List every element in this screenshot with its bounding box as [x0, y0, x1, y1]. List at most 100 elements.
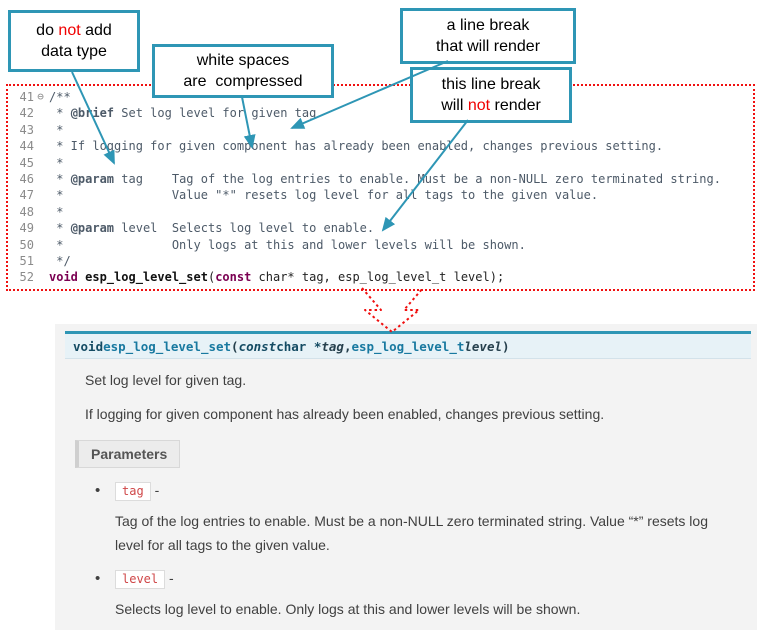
line-number: 45: [19, 155, 34, 170]
param-dash: -: [150, 482, 160, 498]
function-signature: void esp_log_level_set(const char *tag, …: [65, 331, 751, 359]
code-line: 51 */: [8, 253, 753, 269]
code-token: @brief: [70, 106, 115, 121]
code-line: 49 * @param level Selects log level to e…: [8, 220, 753, 236]
code-line: 48 *: [8, 204, 753, 220]
fold-spacer: [34, 187, 47, 203]
code-token: * Only logs at this and lower levels wil…: [49, 237, 526, 252]
fold-spacer: [34, 138, 47, 154]
callout-text: do not add: [36, 20, 112, 41]
line-number: 48: [19, 204, 34, 219]
param-name-chip: level: [115, 570, 166, 589]
signature-function-name: esp_log_level_set: [103, 338, 232, 354]
signature-token: (: [231, 338, 239, 354]
fold-spacer: [34, 155, 47, 171]
callout-text: that will render: [435, 38, 541, 55]
code-text[interactable]: * Value "*" resets log level for all tag…: [49, 187, 598, 203]
callout-text-segment: do: [36, 22, 59, 39]
code-token: (: [207, 270, 216, 285]
code-line: 47 * Value "*" resets log level for all …: [8, 187, 753, 203]
code-token: *: [49, 171, 71, 186]
param-item-level: •level - Selects log level to enable. On…: [95, 570, 739, 621]
callout-text-segment: not: [467, 97, 491, 114]
code-text[interactable]: * Only logs at this and lower levels wil…: [49, 237, 526, 253]
fold-spacer: [34, 253, 47, 269]
signature-token: ): [502, 338, 510, 354]
param-description: Selects log level to enable. Only logs a…: [115, 601, 581, 617]
code-token: *: [49, 122, 64, 137]
line-number: 51: [19, 253, 34, 268]
code-token: void: [49, 270, 86, 285]
code-line: 41⊖ /**: [8, 89, 753, 105]
fold-spacer: [34, 269, 47, 285]
bullet-icon: •: [95, 482, 101, 499]
code-text[interactable]: * @brief Set log level for given tag: [49, 105, 316, 121]
code-token: /**: [49, 90, 71, 104]
signature-token: char *: [276, 338, 322, 354]
code-line: 42 * @brief Set log level for given tag: [8, 105, 753, 121]
code-text[interactable]: /**: [49, 89, 71, 105]
line-number: 41: [19, 90, 34, 104]
fold-spacer: [34, 171, 47, 187]
line-number: 42: [19, 106, 34, 121]
fold-spacer: [34, 237, 47, 253]
code-text[interactable]: *: [49, 122, 63, 138]
signature-token: const: [238, 338, 277, 354]
code-token: *: [49, 221, 71, 236]
code-line: 46 * @param tag Tag of the log entries t…: [8, 171, 753, 187]
callout-text: this line break: [441, 76, 541, 93]
code-token: @param: [70, 171, 115, 186]
fold-spacer: [34, 122, 47, 138]
code-token: @param: [70, 221, 115, 236]
docs-brief-paragraph: Set log level for given tag.: [85, 372, 247, 388]
code-token: level Selects log level to enable.: [114, 221, 375, 236]
code-token: * If logging for given component has alr…: [49, 139, 664, 154]
parameters-label: Parameters: [75, 440, 181, 468]
callout-text: are compressed: [183, 73, 303, 90]
param-item-tag: •tag - Tag of the log entries to enable.…: [95, 482, 739, 557]
signature-param: tag: [321, 338, 344, 354]
code-text[interactable]: *: [49, 204, 63, 220]
code-line: 45 *: [8, 155, 753, 171]
code-line: 50 * Only logs at this and lower levels …: [8, 237, 753, 253]
code-token: const: [215, 270, 252, 285]
fold-spacer: [34, 105, 47, 121]
line-number: 50: [19, 237, 34, 252]
callout-text: data type: [41, 43, 107, 60]
callout-text-segment: will: [441, 97, 468, 114]
code-text[interactable]: * @param level Selects log level to enab…: [49, 220, 374, 236]
fold-spacer: [34, 220, 47, 236]
code-text[interactable]: * @param tag Tag of the log entries to e…: [49, 171, 721, 187]
callout-no-data-type: do not add data type: [8, 10, 140, 72]
callout-line-break-renders: a line break that will render: [400, 8, 576, 64]
code-token: */: [49, 253, 71, 268]
signature-param: level: [464, 338, 503, 354]
code-text[interactable]: */: [49, 253, 71, 269]
signature-token: ,: [343, 338, 352, 354]
code-token: Set log level for given tag: [114, 106, 317, 121]
code-line: 43 *: [8, 122, 753, 138]
callout-whitespace-compressed: white spaces are compressed: [152, 44, 334, 98]
callout-text-segment: not: [58, 22, 81, 39]
code-text[interactable]: void esp_log_level_set(const char* tag, …: [49, 269, 504, 285]
line-number: 43: [19, 122, 34, 137]
code-text[interactable]: *: [49, 155, 63, 171]
callout-text-segment: render: [490, 97, 541, 114]
line-number: 44: [19, 139, 34, 154]
signature-token: void: [73, 338, 104, 354]
line-number: 52: [19, 270, 34, 285]
docs-detail-paragraph: If logging for given component has alrea…: [85, 406, 605, 422]
line-number: 46: [19, 171, 34, 186]
code-line: 52 void esp_log_level_set(const char* tag…: [8, 269, 753, 285]
code-token: esp_log_level_set: [85, 270, 208, 285]
callout-text: a line break: [446, 17, 530, 34]
callout-line-break-not-render: this line break will not render: [410, 67, 572, 123]
line-number: 47: [19, 188, 34, 203]
fold-marker-icon[interactable]: ⊖: [37, 90, 44, 103]
param-description: Tag of the log entries to enable. Must b…: [115, 513, 708, 553]
code-text[interactable]: * If logging for given component has alr…: [49, 138, 663, 154]
bullet-icon: •: [95, 570, 101, 587]
code-token: tag Tag of the log entries to enable. Mu…: [114, 171, 721, 186]
fold-spacer: [34, 204, 47, 220]
